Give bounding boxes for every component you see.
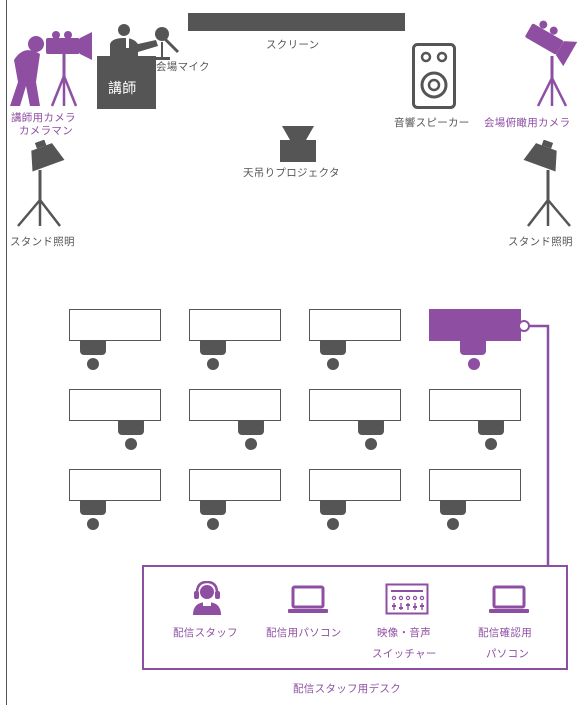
projection-screen [188,13,405,31]
audience-desk [189,389,281,421]
laptop-icon [489,585,529,613]
audience-desk [309,309,401,341]
attendee [485,438,497,450]
desk-item-label: 配信確認用 [478,627,532,639]
desk-chair [358,421,384,435]
audience-desk [429,469,521,501]
attendee [327,518,339,530]
desk-chair [320,341,346,355]
lecturer-camera-label: 講師用カメラ [11,112,76,124]
attendee [87,518,99,530]
audience-desk [189,309,281,341]
desk-chair [440,501,466,515]
stand-light-left-label: スタンド照明 [10,236,75,248]
streaming-staff [468,358,480,370]
desk-chair [238,421,264,435]
audience-desk [309,469,401,501]
desk-chair [200,341,226,355]
lecturer-podium [97,56,156,109]
audience-desk [69,469,161,501]
desk-item-label-line2: パソコン [486,648,530,660]
attendee [125,438,137,450]
cameraman-icon [10,31,92,107]
stand-light-left-icon [17,140,65,227]
attendee [87,358,99,370]
microphone-icon [154,27,180,60]
desk-item-label: 配信用パソコン [266,627,342,639]
room-wall [6,0,584,705]
desk-item-label-line2: スイッチャー [372,648,437,660]
desk-chair [80,501,106,515]
desk-chair [118,421,144,435]
attendee [327,358,339,370]
audience-desk [309,389,401,421]
venue-mic-label: 会場マイク [156,61,210,73]
overview-camera-icon [525,20,578,107]
connection-cable [518,320,550,566]
speaker-icon [412,43,456,109]
audience-desk [189,469,281,501]
speaker-label: 音響スピーカー [394,117,470,129]
attendee [207,518,219,530]
stream-staff-desk [142,565,568,670]
laptop-icon [288,585,328,613]
streaming-desk [429,309,521,341]
desk-chair [200,501,226,515]
switcher-icon [385,583,429,615]
projector-label: 天吊りプロジェクタ [243,167,340,179]
lecturer-label: 講師 [108,81,137,97]
streaming-desk-chair [460,341,486,355]
cameraman-label: カメラマン [19,125,73,137]
stand-light-right-label: スタンド照明 [508,236,573,248]
attendee [207,358,219,370]
headset-staff-icon [193,581,221,615]
desk-chair [320,501,346,515]
stream-desk-label: 配信スタッフ用デスク [293,683,401,695]
screen-label: スクリーン [266,39,320,51]
projector-icon [280,126,316,162]
stand-light-right-icon [523,140,571,227]
attendee [447,518,459,530]
audience-desk [69,389,161,421]
attendee [245,438,257,450]
desk-chair [80,341,106,355]
audience-desk [69,309,161,341]
desk-chair [478,421,504,435]
attendee [365,438,377,450]
overview-camera-label: 会場俯瞰用カメラ [484,117,571,129]
desk-item-label: 配信スタッフ [173,627,238,639]
desk-item-label: 映像・音声 [377,627,431,639]
audience-desk [429,389,521,421]
